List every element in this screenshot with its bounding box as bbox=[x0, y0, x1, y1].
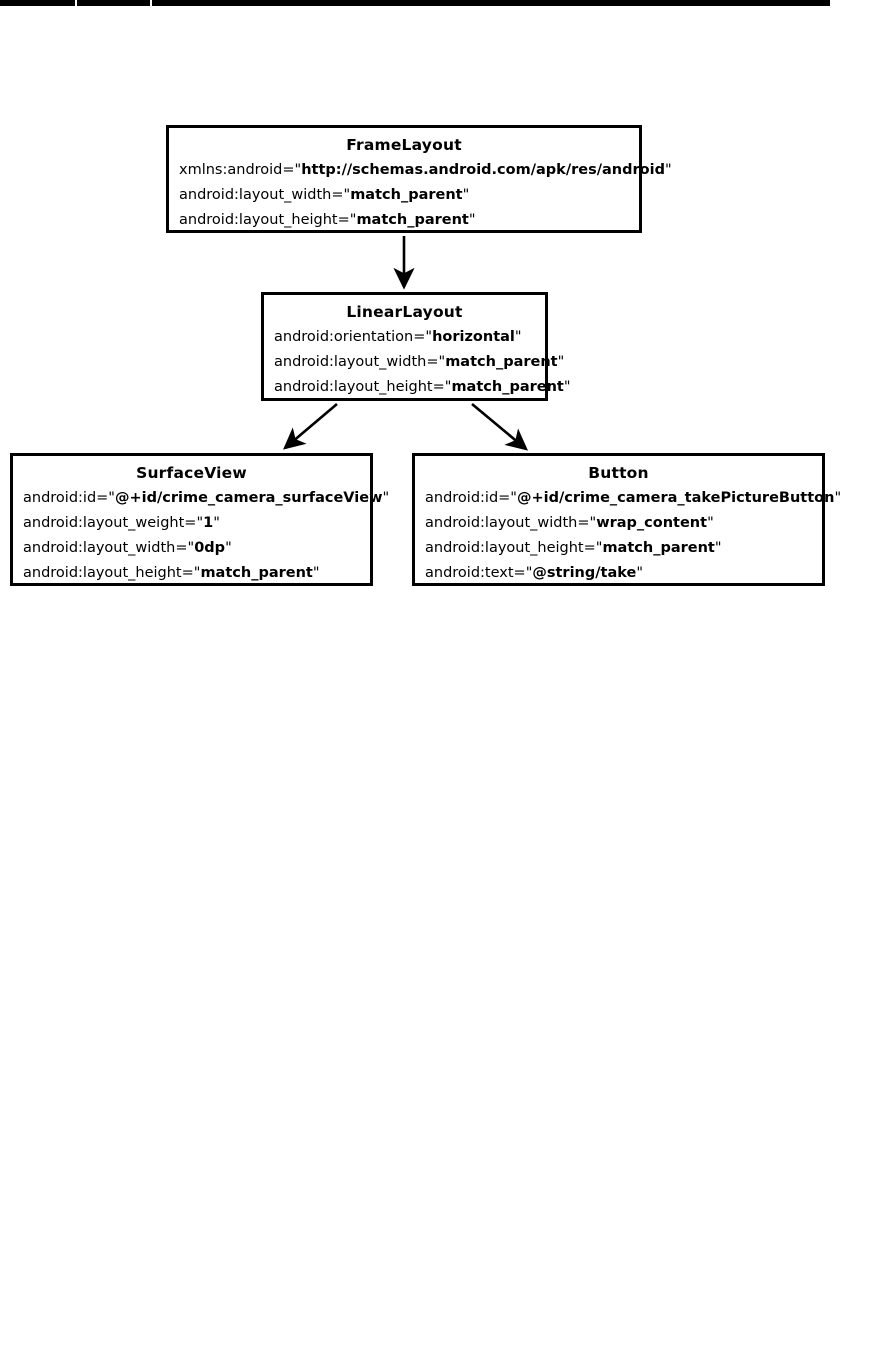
attr-value: @string/take bbox=[532, 565, 637, 581]
quote-open: " bbox=[196, 515, 204, 531]
node-button-attr-2: android:layout_height="match_parent" bbox=[425, 536, 812, 561]
attr-value: horizontal bbox=[432, 329, 515, 345]
quote-open: " bbox=[438, 354, 446, 370]
quote-close: " bbox=[225, 540, 232, 556]
quote-close: " bbox=[462, 187, 470, 203]
attr-value: wrap_content bbox=[596, 515, 708, 531]
attr-name: android:id= bbox=[425, 490, 511, 506]
node-linear-layout-attr-1: android:layout_width="match_parent" bbox=[274, 350, 564, 375]
attr-name: android:layout_height= bbox=[425, 540, 596, 556]
node-button-title: Button bbox=[588, 464, 649, 482]
attr-value: 0dp bbox=[194, 540, 226, 556]
node-surface-view-attr-1: android:layout_weight="1" bbox=[23, 511, 360, 536]
attr-name: android:layout_width= bbox=[425, 515, 590, 531]
node-frame-layout-attr-2: android:layout_height="match_parent" bbox=[179, 208, 629, 233]
arrow-linear-to-button bbox=[471, 403, 528, 451]
node-linear-layout-attr-0: android:orientation="horizontal" bbox=[274, 325, 535, 350]
attr-value: @+id/crime_camera_takePictureButton bbox=[516, 490, 835, 506]
node-frame-layout-attr-1: android:layout_width="match_parent" bbox=[179, 183, 629, 208]
node-surface-view-attr-3: android:layout_height="match_parent" bbox=[23, 561, 360, 586]
attr-name: android:layout_height= bbox=[23, 565, 194, 581]
quote-close: " bbox=[557, 354, 565, 370]
quote-close: " bbox=[834, 490, 842, 506]
quote-close: " bbox=[312, 565, 320, 581]
attr-value: match_parent bbox=[356, 212, 469, 228]
attr-value: match_parent bbox=[445, 354, 558, 370]
node-frame-layout-attr-0: xmlns:android="http://schemas.android.co… bbox=[179, 158, 672, 183]
attr-name: android:layout_width= bbox=[23, 540, 188, 556]
clipped-figure-fragment bbox=[0, 0, 830, 6]
quote-close: " bbox=[714, 540, 722, 556]
attr-value: @+id/crime_camera_surfaceView bbox=[114, 490, 383, 506]
quote-open: " bbox=[444, 379, 452, 395]
attr-name: android:layout_height= bbox=[179, 212, 350, 228]
quote-close: " bbox=[707, 515, 714, 531]
node-linear-layout-attr-2: android:layout_height="match_parent" bbox=[274, 375, 571, 400]
quote-open: " bbox=[349, 212, 357, 228]
node-surface-view-title: SurfaceView bbox=[136, 464, 247, 482]
quote-open: " bbox=[193, 565, 201, 581]
quote-open: " bbox=[589, 515, 597, 531]
quote-open: " bbox=[425, 329, 433, 345]
attr-name: android:layout_width= bbox=[179, 187, 344, 203]
node-button: Button android:id="@+id/crime_camera_tak… bbox=[412, 453, 841, 586]
quote-open: " bbox=[595, 540, 603, 556]
attr-name: android:text= bbox=[425, 565, 526, 581]
node-linear-layout-title: LinearLayout bbox=[346, 303, 463, 321]
node-frame-layout-title: FrameLayout bbox=[346, 136, 462, 154]
attr-name: android:layout_weight= bbox=[23, 515, 197, 531]
node-surface-view: SurfaceView android:id="@+id/crime_camer… bbox=[10, 453, 389, 586]
attr-value: match_parent bbox=[350, 187, 463, 203]
node-surface-view-attr-0: android:id="@+id/crime_camera_surfaceVie… bbox=[23, 486, 389, 511]
node-button-attr-1: android:layout_width="wrap_content" bbox=[425, 511, 812, 536]
attr-name: android:id= bbox=[23, 490, 109, 506]
quote-close: " bbox=[382, 490, 390, 506]
node-button-attr-0: android:id="@+id/crime_camera_takePictur… bbox=[425, 486, 841, 511]
quote-close: " bbox=[664, 162, 672, 178]
quote-close: " bbox=[514, 329, 522, 345]
quote-close: " bbox=[213, 515, 220, 531]
quote-open: " bbox=[343, 187, 351, 203]
quote-open: " bbox=[525, 565, 533, 581]
node-linear-layout: LinearLayout android:orientation="horizo… bbox=[261, 292, 571, 401]
fragment-divider-1 bbox=[75, 0, 77, 6]
attr-name: xmlns:android= bbox=[179, 162, 295, 178]
quote-open: " bbox=[108, 490, 115, 506]
node-button-attr-3: android:text="@string/take" bbox=[425, 561, 812, 586]
attr-value: match_parent bbox=[451, 379, 564, 395]
node-surface-view-attr-2: android:layout_width="0dp" bbox=[23, 536, 360, 561]
quote-close: " bbox=[468, 212, 476, 228]
layout-hierarchy-diagram: FrameLayout xmlns:android="http://schema… bbox=[0, 0, 882, 640]
attr-name: android:layout_width= bbox=[274, 354, 439, 370]
attr-name: android:orientation= bbox=[274, 329, 426, 345]
attr-value: match_parent bbox=[200, 565, 313, 581]
quote-open: " bbox=[187, 540, 195, 556]
fragment-divider-2 bbox=[150, 0, 152, 6]
quote-close: " bbox=[563, 379, 571, 395]
quote-open: " bbox=[510, 490, 517, 506]
arrow-linear-to-surfaceview bbox=[283, 403, 338, 450]
quote-open: " bbox=[294, 162, 302, 178]
attr-value: http://schemas.android.com/apk/res/andro… bbox=[301, 162, 665, 178]
node-frame-layout: FrameLayout xmlns:android="http://schema… bbox=[166, 125, 672, 233]
attr-value: match_parent bbox=[602, 540, 715, 556]
attr-value: 1 bbox=[203, 515, 214, 531]
quote-close: " bbox=[636, 565, 644, 581]
attr-name: android:layout_height= bbox=[274, 379, 445, 395]
